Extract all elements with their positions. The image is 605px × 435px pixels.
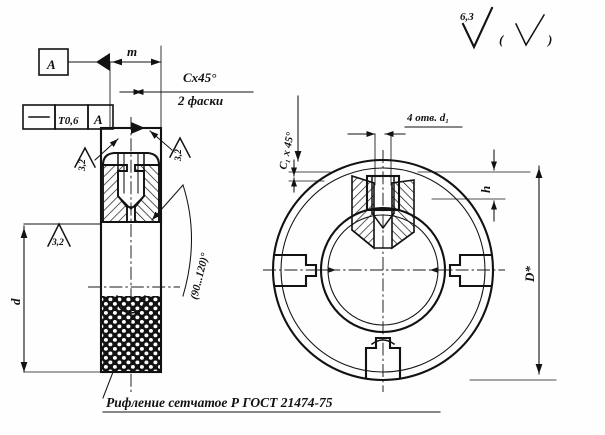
datum-frame-a: A — [38, 48, 111, 76]
angle-note-leader — [151, 184, 184, 221]
roughness-upper-right-value: 3,2 — [174, 149, 184, 162]
head-top-profile — [101, 151, 161, 167]
angle-note-arc — [182, 184, 192, 297]
chamfer-main-note: 2 фаски — [177, 93, 223, 108]
chamfer-main-label: Cx45° — [183, 70, 217, 85]
slot-bottom-round — [370, 339, 396, 346]
dim-h-label: h — [478, 186, 493, 193]
dim-d-label: d — [8, 298, 23, 305]
hole-section-left — [351, 174, 375, 250]
roughness-upper-right-glyph — [168, 136, 192, 159]
tolerance-value: T0,6 — [58, 115, 79, 127]
roughness-upper-left-glyph — [73, 146, 97, 169]
roughness-check-glyph-small — [515, 13, 546, 47]
roughness-mark-mid-left: 3,2 — [23, 222, 102, 248]
datum-a-letter: A — [46, 57, 56, 72]
bracket-open: ( — [499, 32, 505, 47]
tolerance-frame: T0,6 A — [22, 104, 145, 134]
knurling-note: Рифление сетчатое Р ГОСТ 21474-75 — [102, 371, 441, 413]
slot-right — [429, 253, 492, 288]
dim-m-label: m — [127, 44, 137, 59]
knurling-leader — [102, 371, 114, 399]
holes-label: 4 отв. d₁ — [406, 112, 449, 124]
hole-section-right — [391, 179, 415, 250]
tolerance-datum-letter: A — [93, 112, 103, 127]
bracket-close: ) — [547, 32, 552, 47]
roughness-mark-upper-left: 3,2 — [73, 138, 119, 172]
section-hatch-left — [102, 164, 128, 223]
roughness-mid-left-value: 3,2 — [51, 238, 64, 248]
section-hatch-right — [134, 164, 160, 223]
datum-a-triangle — [96, 53, 110, 71]
title-roughness-value: 6,3 — [460, 11, 474, 23]
knurling-note-text: Рифление сетчатое Р ГОСТ 21474-75 — [106, 395, 333, 410]
roughness-upper-left-value: 3,2 — [78, 159, 88, 172]
chamfer-note-main: Cx45° 2 фаски — [119, 70, 254, 108]
dim-h: h — [417, 149, 531, 222]
dim-D-label: D* — [522, 266, 537, 283]
holes-note: 4 отв. d₁ — [347, 112, 463, 186]
roughness-check-glyph — [461, 6, 494, 50]
title-roughness-symbol: 6,3 ( ) — [460, 6, 552, 50]
hole-cone-bottom — [370, 211, 396, 230]
dim-m: m — [109, 44, 162, 131]
angle-note-label: (90...120)° — [188, 251, 211, 301]
slot-left — [274, 253, 337, 288]
roughness-upper-left-leader — [94, 138, 119, 161]
dim-D: D* — [469, 165, 557, 381]
dim-d: d — [8, 225, 102, 373]
front-view — [263, 150, 505, 392]
